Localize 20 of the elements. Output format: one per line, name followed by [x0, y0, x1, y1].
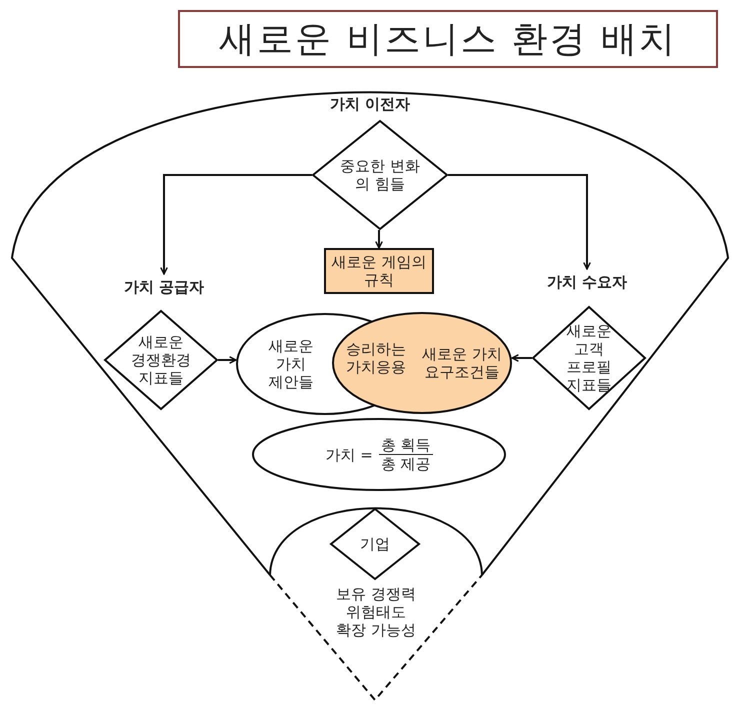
formula-text: 가치 =: [325, 446, 373, 464]
node-label: 중요한 변화 의 힘들: [339, 157, 421, 193]
arrow: [375, 230, 383, 249]
arrow: [448, 174, 591, 270]
node-label: 승리하는 가치응용: [345, 340, 407, 376]
arrow: [511, 354, 532, 362]
role-label: 가치 공급자: [112, 277, 216, 297]
arrow: [160, 174, 312, 275]
node-label: 새로운 가치 요구조건들: [422, 345, 502, 381]
node-label: 새로운 가치 제안들: [268, 337, 314, 391]
node-label: 보유 경쟁력 위험태도 확장 가능성: [335, 585, 417, 639]
node-label: 기업: [360, 534, 390, 553]
node-label: 새로운 고객 프로필 지표들: [566, 322, 612, 394]
arrow: [218, 356, 237, 364]
title: 새로운 비즈니스 환경 배치: [178, 10, 718, 68]
denominator-text: 총 제공: [380, 455, 431, 473]
role-label: 가치 수요자: [539, 272, 635, 292]
numerator-text: 총 획득: [378, 436, 433, 455]
node-label: 새로운 경쟁환경 지표들: [130, 333, 192, 387]
heading-text: 가치 이전자: [330, 95, 410, 113]
